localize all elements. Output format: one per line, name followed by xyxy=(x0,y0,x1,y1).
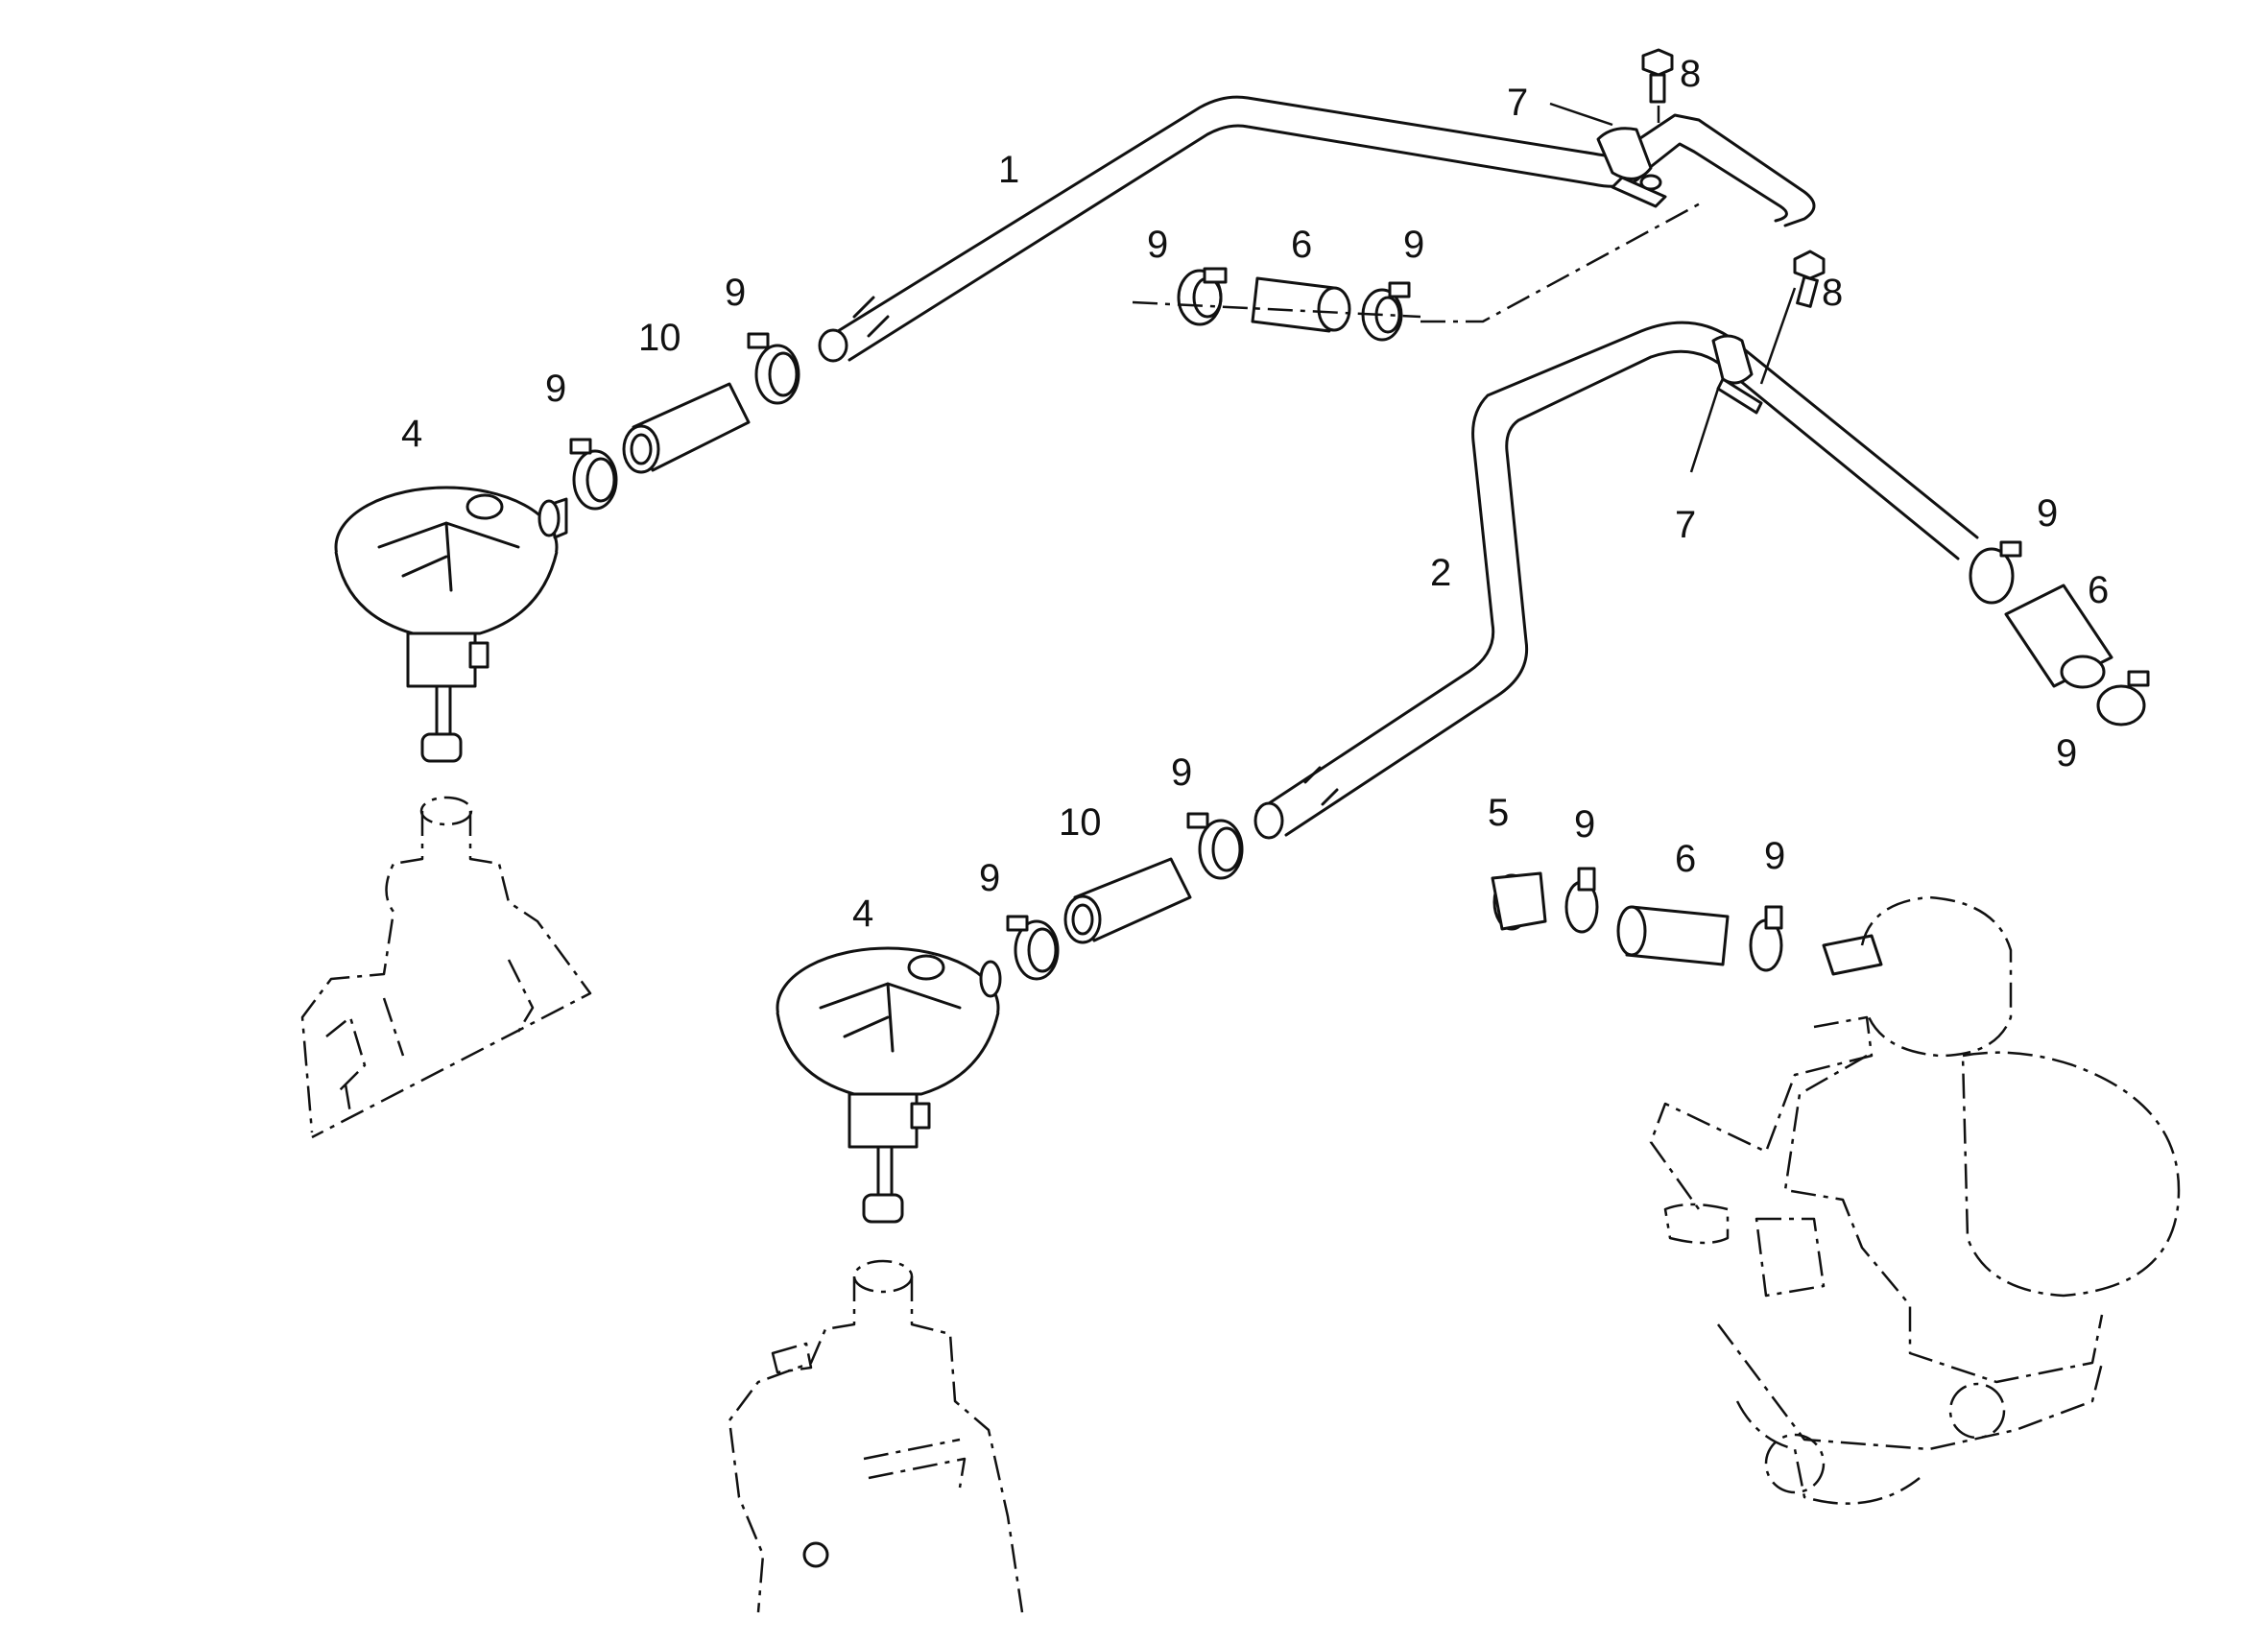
callout-9-a: 9 xyxy=(725,272,746,314)
callout-9-g: 9 xyxy=(1171,751,1192,794)
hose-clamp-9-right-b xyxy=(2096,670,2150,727)
hose-clamp-9-left-b xyxy=(747,332,800,405)
callout-10-left: 10 xyxy=(638,317,681,359)
engine-block-right xyxy=(1649,895,2181,1505)
callout-9-j: 9 xyxy=(1764,835,1785,877)
callout-10-middle: 10 xyxy=(1059,801,1102,844)
breather-4-lower xyxy=(776,946,1002,1224)
sleeve-6-upper xyxy=(1251,276,1351,333)
callout-1: 1 xyxy=(998,149,1019,191)
bolt-8-upper xyxy=(1641,48,1674,104)
callout-9-i: 9 xyxy=(1574,803,1595,846)
breather-4-left xyxy=(334,486,568,763)
callout-9-e: 9 xyxy=(2037,492,2058,535)
hose-clamp-9-bottom-b xyxy=(1749,905,1783,972)
engine-housing-left xyxy=(300,796,592,1139)
callout-9-d: 9 xyxy=(1403,224,1424,266)
callout-8-upper: 8 xyxy=(1680,53,1701,95)
callout-labels: 1 2 4 4 5 6 6 6 7 7 8 8 9 9 9 9 9 9 9 9 … xyxy=(401,53,2109,935)
hose-clamp-9-bottom-a xyxy=(1564,867,1599,934)
callout-7-lower: 7 xyxy=(1675,504,1696,546)
callout-2: 2 xyxy=(1430,552,1451,594)
sleeve-10-middle xyxy=(1063,857,1192,944)
hose-clamp-9-middle-a xyxy=(1006,915,1060,981)
sleeve-6-bottom xyxy=(1616,905,1730,966)
sleeve-6-right xyxy=(2004,584,2113,689)
bolt-8-lower xyxy=(1793,250,1826,308)
callout-6-upper: 6 xyxy=(1291,224,1312,266)
callout-9-f: 9 xyxy=(2056,732,2077,774)
leader-lines xyxy=(1549,102,1797,473)
callout-6-right: 6 xyxy=(2088,569,2109,611)
engine-housing-lower xyxy=(728,1259,1024,1613)
callout-7-upper: 7 xyxy=(1507,82,1528,124)
plug-5 xyxy=(1491,871,1547,931)
callout-9-c: 9 xyxy=(1147,224,1168,266)
hose-clamp-9-upper-left xyxy=(1177,267,1228,326)
hose-clamp-9-middle-b xyxy=(1186,812,1244,880)
hose-clamp-9-right-a xyxy=(1969,540,2022,605)
hose-clamp-9-left-a xyxy=(569,438,618,511)
assembly-line-upper xyxy=(1132,200,1705,323)
callout-5: 5 xyxy=(1488,792,1509,834)
callout-4-left: 4 xyxy=(401,413,422,455)
callout-6-bottom: 6 xyxy=(1675,838,1696,880)
callout-4-lower: 4 xyxy=(852,893,873,935)
bracket-clamp-7-upper xyxy=(1596,127,1667,208)
callout-9-b: 9 xyxy=(545,368,566,410)
callout-8-lower: 8 xyxy=(1822,272,1843,314)
sleeve-10-left xyxy=(622,382,751,474)
bracket-clamp-7-lower xyxy=(1711,334,1763,415)
callout-9-h: 9 xyxy=(979,857,1000,899)
hose-clamp-9-upper-right xyxy=(1361,281,1411,342)
hose-2 xyxy=(1253,321,1979,840)
